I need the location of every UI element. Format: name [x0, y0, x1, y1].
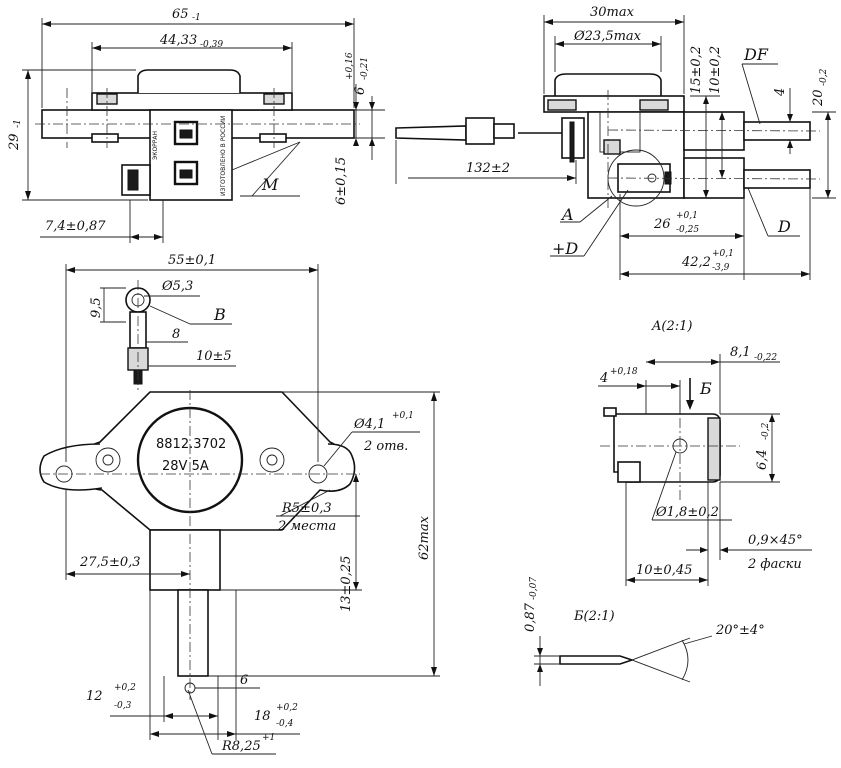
dim-8: 8	[172, 327, 180, 342]
maker-text: ЭКОРРАН	[152, 131, 159, 160]
dim-20: 20	[811, 89, 826, 107]
dim-eye: Ø5,3	[161, 279, 193, 294]
dim-flange-tol-upper: +0,16	[345, 52, 355, 80]
dim-18-tol-lower: -0,4	[276, 719, 294, 729]
dim-42: 42,2	[681, 255, 711, 270]
dim-12: 12	[86, 689, 103, 704]
detail-a-dim-81: 8,1	[730, 345, 751, 360]
detail-a-title: A(2:1)	[651, 319, 692, 334]
detail-b-dim-087-tol: -0,07	[529, 577, 539, 600]
dim-15: 15±0,2	[689, 46, 704, 94]
dim-12-tol-upper: +0,2	[114, 683, 136, 693]
dim-95: 9,5	[89, 297, 104, 318]
label-df: DF	[743, 45, 769, 64]
label-b: B	[213, 305, 226, 324]
detail-a-label-b: Б	[699, 379, 712, 398]
dim-10: 10±0,2	[708, 46, 723, 94]
dim-13: 13±0,25	[339, 556, 354, 612]
dim-r8-tol: +1	[262, 733, 275, 743]
dim-hole: Ø4,1	[353, 417, 385, 432]
detail-a-dim-hole: Ø1,8±0,2	[655, 505, 719, 520]
dim-hole-tol: +0,1	[392, 411, 414, 421]
side-view: ЭКОРРАН ИЗГОТОВЛЕНО В РОССИИ 65 -1 44,33…	[7, 7, 385, 243]
dim-overall-length: 65	[172, 7, 189, 22]
detail-b-dim-angle: 20°±4°	[715, 623, 765, 638]
dim-hole-pitch-tol: -0,39	[200, 40, 223, 50]
dim-height-tol: -1	[13, 119, 23, 128]
detail-a-dim-10: 10±0,45	[636, 563, 692, 578]
dim-flange-tol-lower: -0,21	[360, 57, 370, 80]
dim-radius-note: 2 места	[277, 519, 336, 534]
dim-12-tol-lower: -0,3	[114, 701, 132, 711]
detail-b: Б(2:1) 0,87 -0,07 20°±4°	[523, 577, 765, 686]
dim-10-lead: 10±5	[196, 349, 232, 364]
dim-offset: 7,4±0,87	[45, 219, 106, 234]
detail-a-dim-81-tol: -0,22	[754, 353, 777, 363]
detail-a-dim-chamfer: 0,9×45°	[748, 533, 803, 548]
dim-diam-max: Ø23,5max	[573, 29, 642, 44]
label-a: A	[560, 205, 574, 224]
dim-26: 26	[653, 217, 671, 232]
dim-width-max: 30max	[590, 5, 635, 20]
detail-a: A(2:1) Б 4 +0,18 8,1 -0,22 6,4 -0,2	[598, 319, 812, 586]
detail-b-title: Б(2:1)	[573, 609, 615, 624]
dim-lead: 132±2	[466, 161, 510, 176]
label-d: D	[777, 217, 791, 236]
dim-flange: 6	[353, 87, 368, 95]
dim-6: 6	[240, 673, 248, 688]
label-plus-d: +D	[552, 239, 578, 258]
detail-a-dim-64: 6,4	[755, 449, 770, 470]
dim-height: 29	[7, 133, 22, 151]
dim-flange-pos: 6±0,15	[334, 157, 349, 205]
origin-text: ИЗГОТОВЛЕНО В РОССИИ	[220, 116, 227, 196]
top-view: 8812.3702 28V 5A 55±0,1 9,5 Ø5,3 B	[39, 253, 440, 755]
detail-a-dim-4: 4	[599, 371, 608, 386]
dim-18-tol-upper: +0,2	[276, 703, 298, 713]
dim-27: 27,5±0,3	[79, 555, 141, 570]
dim-26-tol-lower: -0,25	[676, 225, 699, 235]
dim-4: 4	[773, 88, 788, 97]
marking-line2: 28V 5A	[162, 459, 209, 474]
dim-62: 62max	[417, 515, 432, 560]
dim-20-tol: -0,2	[819, 68, 829, 86]
detail-b-dim-087: 0,87	[523, 602, 538, 632]
dim-hole-pitch: 44,33	[159, 33, 197, 48]
dim-hole-note: 2 отв.	[363, 439, 408, 454]
dim-radius: R5±0,3	[281, 501, 332, 516]
end-view: 30max Ø23,5max 15±0,2 10±0,2 4 20 -0,2 D…	[395, 5, 836, 280]
detail-a-dim-4-tol: +0,18	[610, 367, 638, 377]
dim-18: 18	[254, 709, 271, 724]
dim-overall-length-tol: -1	[192, 13, 201, 23]
detail-a-dim-chamfer-note: 2 фаски	[747, 557, 802, 572]
marking-line1: 8812.3702	[156, 437, 226, 452]
dim-r8: R8,25	[221, 739, 261, 754]
label-m: M	[261, 175, 279, 194]
dim-26-tol-upper: +0,1	[676, 211, 698, 221]
dim-55: 55±0,1	[168, 253, 216, 268]
dim-42-tol-lower: -3,9	[712, 263, 730, 273]
dim-42-tol-upper: +0,1	[712, 249, 734, 259]
detail-a-dim-64-tol: -0,2	[761, 422, 771, 440]
